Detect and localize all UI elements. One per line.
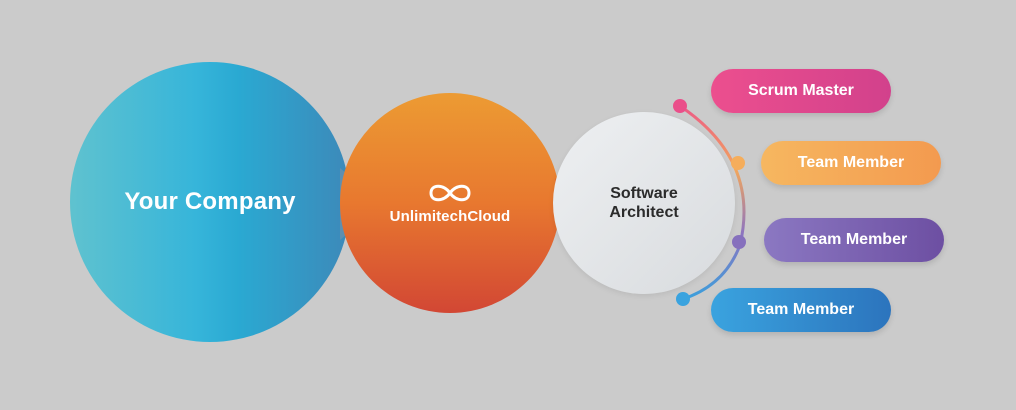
connector-arc-path	[679, 104, 746, 301]
team-pill-label: Scrum Master	[748, 82, 854, 99]
role-label-line2: Architect	[609, 204, 679, 221]
team-pill-team-member-1: Team Member	[761, 141, 941, 185]
team-pill-label: Team Member	[747, 301, 855, 318]
connector-dot-1	[673, 99, 687, 113]
connector-dot-2	[731, 156, 745, 170]
company-label: Your Company	[124, 188, 296, 215]
team-pill-team-member-2: Team Member	[764, 218, 944, 262]
connector-dot-4	[676, 292, 690, 306]
team-pill-team-member-3: Team Member	[711, 288, 891, 332]
team-pill-label: Team Member	[800, 231, 908, 248]
role-label-line1: Software	[610, 185, 678, 202]
company-circle: Your Company	[70, 62, 350, 342]
infinity-icon	[429, 184, 471, 201]
team-pill-scrum-master: Scrum Master	[711, 69, 891, 113]
software-architect-label: Software Architect	[609, 184, 678, 222]
connector-dot-3	[732, 235, 746, 249]
software-architect-circle: Software Architect	[553, 112, 735, 294]
unlimitech-circle: UnlimitechCloud	[340, 93, 560, 313]
brand-name: UnlimitechCloud	[389, 207, 511, 225]
team-pill-label: Team Member	[797, 154, 905, 171]
